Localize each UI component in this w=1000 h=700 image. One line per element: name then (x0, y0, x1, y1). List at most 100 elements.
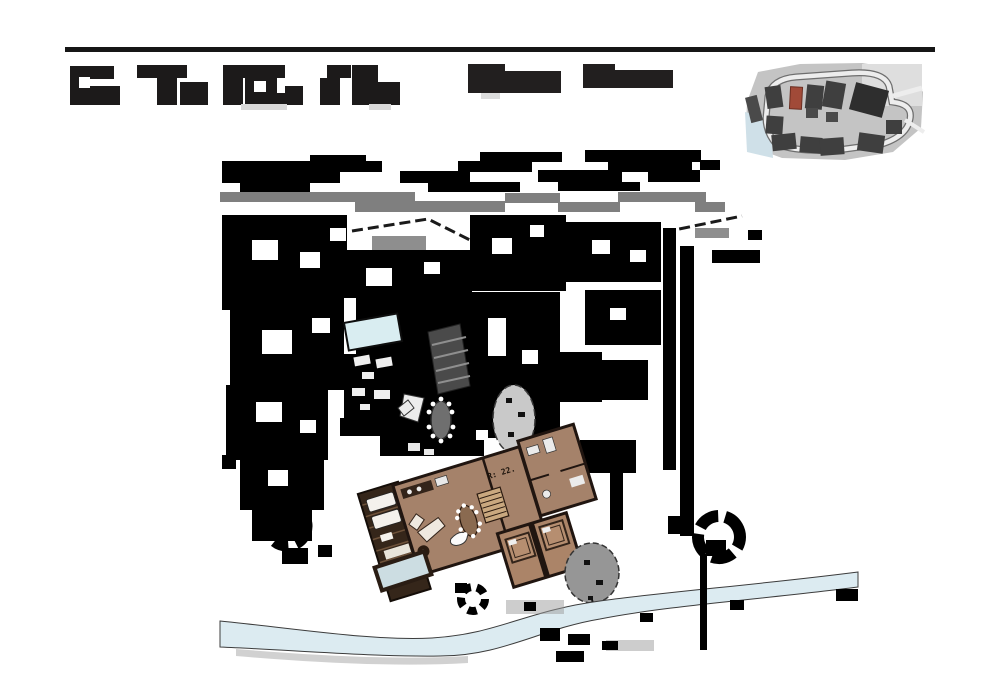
sun-lounger (371, 509, 402, 530)
keyplan-building (848, 82, 890, 118)
veg-hole (300, 420, 316, 433)
chair-dot (461, 503, 467, 508)
title-glyph-block (378, 82, 400, 105)
veg-block (700, 160, 720, 170)
tree-speck (518, 412, 525, 417)
veg-mass (600, 360, 648, 400)
gray-smudge (372, 236, 426, 250)
veg-speck (282, 548, 308, 564)
appliance-white (434, 474, 450, 487)
veg-hole (476, 430, 488, 440)
site-trees (261, 500, 746, 615)
title-glyph-block (285, 86, 303, 105)
veg-speck (524, 602, 536, 611)
title-glyph-hole (79, 77, 90, 88)
sofa-boomerang (408, 513, 425, 531)
veg-speck (602, 641, 618, 650)
keyplan-building (771, 132, 797, 152)
tree-pixel-ring (457, 583, 489, 615)
header-rule (65, 47, 935, 52)
veg-mass (565, 222, 661, 282)
deck-table (379, 531, 394, 543)
chair-dot (474, 509, 479, 515)
upper-plot-details (342, 312, 536, 463)
boundary-strip (680, 246, 694, 536)
stair-tread (482, 501, 504, 509)
boundary-post-line (700, 554, 707, 650)
keyplan-building (804, 84, 825, 110)
furniture-white (353, 354, 371, 367)
veg-speck (455, 583, 467, 593)
sofa-white (397, 399, 415, 417)
veg-mass (470, 215, 566, 291)
site-vegetation-top (222, 150, 720, 192)
chair-dot (454, 515, 460, 521)
sink-dot (407, 489, 412, 495)
site-vegetation-masses (222, 215, 762, 541)
chair-dot (447, 433, 453, 439)
tree-gray-canopy (564, 542, 620, 604)
veg-hole (592, 240, 610, 254)
title-glyph-hole (254, 81, 266, 92)
title-glyph-block (90, 86, 120, 105)
veg-block (608, 160, 692, 172)
veg-hole (330, 390, 344, 418)
sun-lounger (366, 491, 397, 513)
chair-dot (463, 532, 468, 537)
veg-hole (330, 228, 346, 241)
veg-hole (610, 308, 626, 320)
deck-plank (431, 336, 467, 346)
keyplan-building (856, 132, 886, 154)
main-building: R: 22. (356, 422, 599, 603)
veg-hole (522, 350, 538, 364)
fixture-round (542, 489, 551, 499)
road-segment (220, 192, 415, 202)
veg-hole (262, 330, 292, 354)
veg-block (648, 170, 700, 182)
deck-plank (376, 538, 415, 552)
chair-dot (426, 424, 432, 430)
veg-speck (640, 613, 653, 622)
title-glyph-block (157, 78, 177, 105)
title-shadow (369, 104, 391, 110)
veg-block (222, 172, 340, 183)
title-glyph-block (327, 65, 351, 78)
road-segment (618, 192, 706, 202)
furniture-white (424, 449, 434, 455)
title-glyph-block (245, 93, 285, 105)
title-glyph-block (352, 65, 378, 105)
deck-plank (365, 504, 405, 518)
veg-mass (580, 440, 636, 473)
deck-plank (379, 550, 419, 564)
keyplan-building (764, 84, 784, 110)
veg-hole (630, 250, 646, 262)
veg-block (400, 171, 470, 183)
interior-wall (481, 457, 495, 493)
keyplan-building (826, 112, 838, 122)
keyplan-road-stub (892, 85, 923, 99)
veg-block (310, 155, 366, 163)
key-plan-inset (745, 63, 926, 160)
chair-dot (476, 528, 481, 533)
veg-speck (540, 628, 560, 641)
keyplan-building (745, 94, 763, 124)
veg-block (240, 182, 310, 192)
chair-dot (458, 527, 463, 532)
tree-speck (506, 398, 512, 403)
veg-speck (668, 516, 688, 534)
chair-dot (430, 401, 436, 407)
tree-pixel-ring (692, 510, 746, 564)
deck-bench (383, 543, 412, 560)
river (219, 571, 859, 665)
legend-glyph-block (615, 70, 673, 88)
legend-shadow (481, 93, 500, 99)
bed-inner (543, 524, 565, 546)
bedroom-wing-group (515, 422, 599, 518)
chair-dot (438, 438, 444, 444)
title-glyph-block (320, 78, 340, 105)
keyplan-building (765, 115, 784, 135)
veg-mass (610, 467, 623, 530)
road-segment (558, 202, 620, 212)
title-glyph-block (223, 78, 243, 105)
chair-dot (477, 521, 483, 526)
